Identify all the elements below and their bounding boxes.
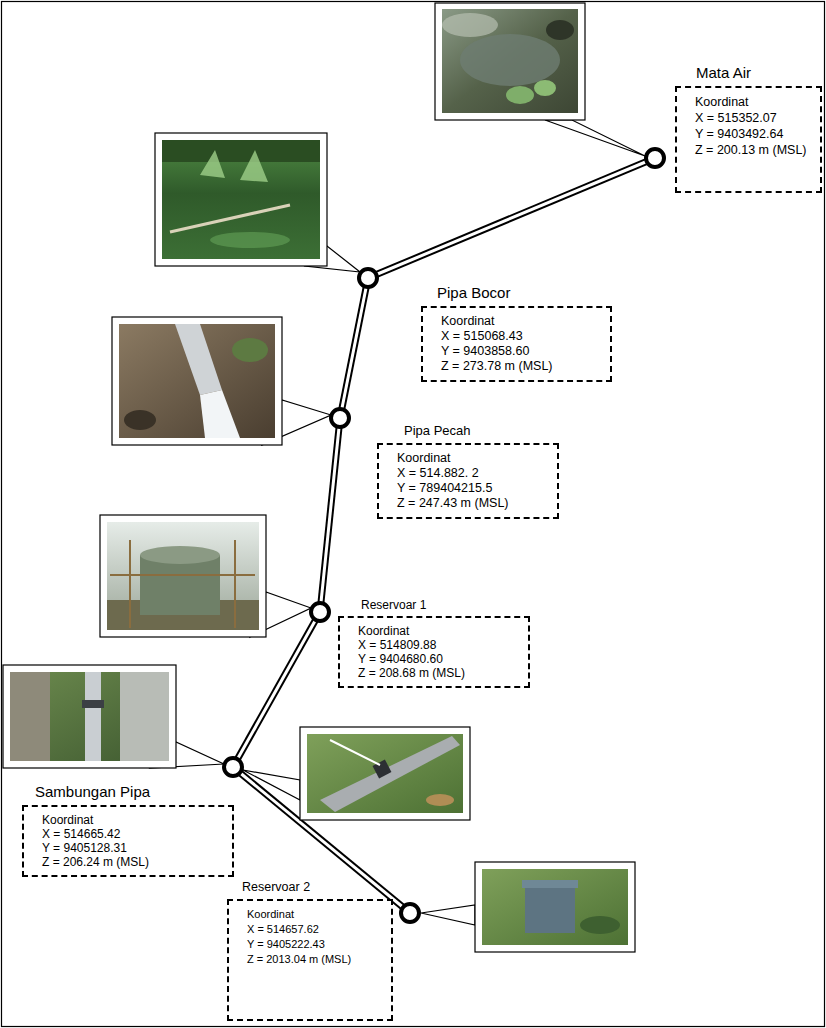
photo-callout [155,133,360,272]
coordinate-value: Y = 789404215.5 [397,481,549,496]
coordinate-value: Y = 9405128.31 [42,841,224,855]
photo-callout [112,317,331,445]
photo-callout [100,515,311,637]
coordinate-heading: Koordinat [397,451,549,466]
coordinate-box: KoordinatX = 514665.42Y = 9405128.31Z = … [22,805,234,877]
location-node: Reservoar 1 KoordinatX = 514809.88Y = 940… [338,598,530,688]
coordinate-heading: Koordinat [441,314,602,329]
coordinate-box: KoordinatX = 514.882. 2Y = 789404215.5Z … [377,443,559,519]
location-name: Pipa Pecah [404,423,559,439]
location-node: Mata AirKoordinatX = 515352.07Y = 940349… [675,64,822,193]
location-node: Reservoar 2 KoordinatX = 514657.62Y = 940… [227,880,393,1021]
coordinate-heading: Koordinat [695,94,812,110]
coordinate-value: X = 515068.43 [441,329,602,344]
photo-callout [435,3,645,156]
location-node: Pipa PecahKoordinatX = 514.882. 2Y = 789… [377,423,559,519]
coordinate-box: KoordinatX = 514809.88Y = 9404680.60Z = … [338,616,530,688]
coordinate-value: Z = 206.24 m (MSL) [42,855,224,869]
pipe-segment [320,418,340,612]
pipe-segment [340,278,368,418]
photo-callout [421,862,635,952]
location-name: Sambungan Pipa [35,783,234,801]
location-name: Reservoar 1 [361,598,530,612]
coordinate-value: Z = 208.68 m (MSL) [358,666,520,680]
coordinate-value: X = 514809.88 [358,638,520,652]
coordinate-value: X = 514657.62 [247,922,383,937]
coordinate-heading: Koordinat [358,624,520,638]
coordinate-box: KoordinatX = 514657.62Y = 9405222.43Z = … [227,899,393,1021]
pipeline-point [224,149,664,922]
coordinate-box: KoordinatX = 515068.43Y = 9403858.60Z = … [421,306,612,382]
coordinate-value: X = 514665.42 [42,827,224,841]
coordinate-value: Y = 9403492.64 [695,126,812,142]
coordinate-value: Z = 2013.04 m (MSL) [247,952,383,967]
coordinate-value: X = 514.882. 2 [397,466,549,481]
location-name: Pipa Bocor [437,284,612,302]
photo-callout [3,665,224,768]
coordinate-value: Y = 9405222.43 [247,937,383,952]
coordinate-value: X = 515352.07 [695,110,812,126]
photo-callout [243,727,470,820]
coordinate-heading: Koordinat [42,813,224,827]
coordinate-value: Z = 273.78 m (MSL) [441,359,602,374]
location-name: Mata Air [696,64,822,82]
location-node: Sambungan PipaKoordinatX = 514665.42Y = … [22,783,234,877]
coordinate-value: Z = 200.13 m (MSL) [695,142,812,158]
coordinate-value: Y = 9403858.60 [441,344,602,359]
coordinate-heading: Koordinat [247,907,383,922]
coordinate-box: KoordinatX = 515352.07Y = 9403492.64Z = … [675,86,822,193]
location-name: Reservoar 2 [242,880,393,895]
coordinate-value: Z = 247.43 m (MSL) [397,496,549,511]
location-node: Pipa BocorKoordinatX = 515068.43Y = 9403… [421,284,612,382]
pipe-segment [368,158,655,278]
coordinate-value: Y = 9404680.60 [358,652,520,666]
